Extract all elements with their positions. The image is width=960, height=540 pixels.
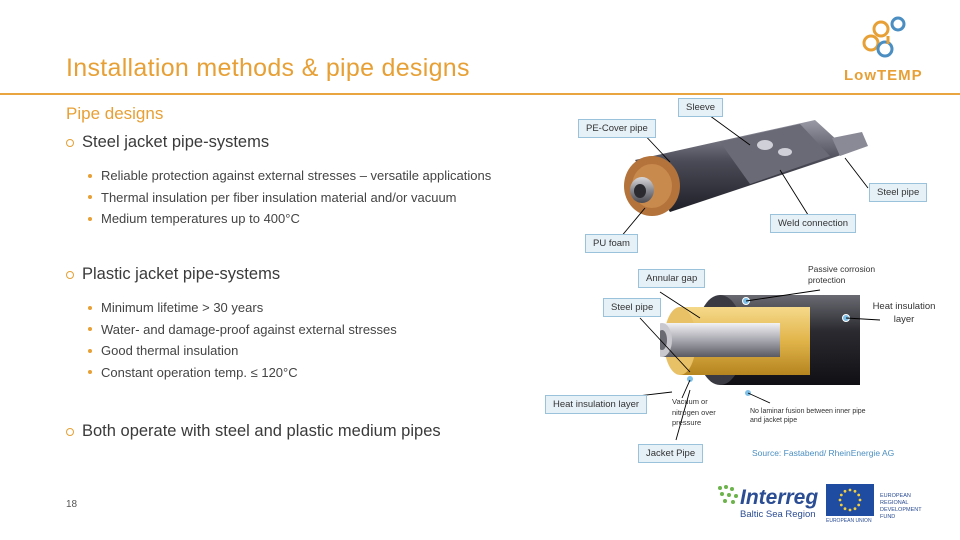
label-steel-pipe-bottom: Steel pipe (603, 298, 662, 317)
heading-both-operate: Both operate with steel and plastic medi… (66, 422, 441, 441)
plastic-jacket-pipe-illustration (660, 295, 860, 397)
label-pe-cover-pipe: PE-Cover pipe (578, 119, 656, 138)
bullet-ring-icon (66, 270, 74, 279)
list-item: Water- and damage-proof against external… (88, 319, 397, 341)
label-no-laminar-fusion: No laminar fusion between inner pipe and… (750, 408, 866, 424)
heading-steel-jacket: Steel jacket pipe-systems (66, 133, 269, 152)
page-number: 18 (66, 499, 78, 510)
eu-fund-text: EUROPEAN REGIONAL DEVELOPMENT FUND (880, 493, 922, 520)
list-item: Reliable protection against external str… (88, 165, 491, 187)
label-pu-foam: PU foam (585, 234, 638, 253)
interreg-region: Baltic Sea Region (740, 509, 816, 520)
interreg-logo-icon (718, 485, 738, 504)
label-vacuum: Vacuum or nitrogen over pressure (672, 397, 716, 427)
label-steel-pipe-top: Steel pipe (869, 183, 928, 202)
callout-line (844, 157, 869, 189)
steel-jacket-bullets: Reliable protection against external str… (88, 165, 491, 230)
eu-flag-icon (826, 484, 874, 516)
label-annular-gap: Annular gap (638, 269, 706, 288)
title-underline (0, 93, 960, 95)
source-credit: Source: Fastabend/ RheinEnergie AG (752, 448, 895, 458)
list-item: Constant operation temp. ≤ 120°C (88, 362, 397, 384)
label-passive-corrosion: Passive corrosion protection (808, 264, 876, 285)
heading-plastic-jacket: Plastic jacket pipe-systems (66, 265, 280, 284)
list-item: Medium temperatures up to 400°C (88, 208, 491, 230)
label-weld-connection: Weld connection (770, 214, 857, 233)
slide-title: Installation methods & pipe designs (66, 54, 470, 82)
bullet-ring-icon (66, 427, 74, 436)
steel-jacket-pipe-illustration (619, 109, 869, 239)
bullet-ring-icon (66, 138, 74, 147)
label-sleeve: Sleeve (678, 98, 724, 117)
eu-under-label: EUROPEAN UNION (826, 518, 872, 524)
label-jacket-pipe: Jacket Pipe (638, 444, 704, 463)
interreg-wordmark: Interreg (740, 486, 819, 509)
callout-line (779, 169, 811, 219)
plastic-jacket-bullets: Minimum lifetime > 30 years Water- and d… (88, 297, 397, 383)
label-heat-insulation-left: Heat insulation layer (545, 395, 648, 414)
list-item: Thermal insulation per fiber insulation … (88, 187, 491, 209)
logo-text: LowTEMP (844, 67, 923, 84)
list-item: Minimum lifetime > 30 years (88, 297, 397, 319)
callout-line (619, 207, 646, 239)
section-title: Pipe designs (66, 104, 164, 123)
label-heat-insulation-right: Heat insulation layer (872, 301, 936, 325)
list-item: Good thermal insulation (88, 340, 397, 362)
lowtemp-logo-icon (862, 16, 906, 58)
